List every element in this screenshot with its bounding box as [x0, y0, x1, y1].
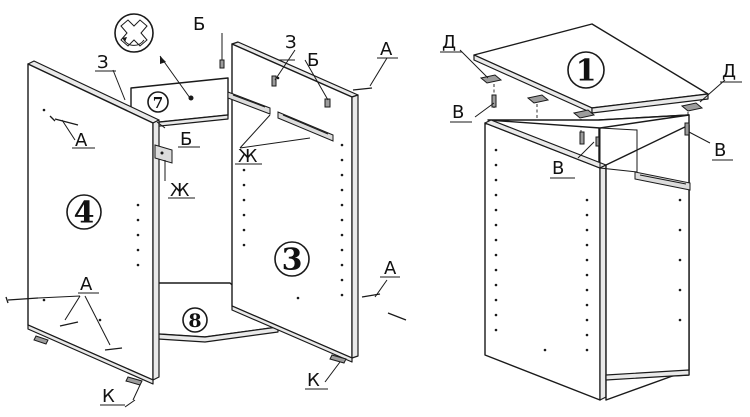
svg-text:1: 1	[576, 54, 597, 89]
callout-z-left: З	[97, 52, 109, 73]
bracket-zh	[154, 144, 173, 164]
leader-lines-right	[440, 49, 742, 179]
part-number-3: 3	[274, 241, 310, 278]
callout-b-right: Б	[307, 50, 319, 71]
part-number-8: 8	[182, 307, 208, 333]
callout-d-right: Д	[722, 61, 736, 82]
callout-v-left: В	[452, 102, 464, 123]
callout-a-lower-left: А	[80, 274, 93, 295]
callout-d-left: Д	[442, 32, 456, 53]
callout-zh-rails: Ж	[238, 146, 258, 167]
cabinet-carcass	[484, 114, 691, 401]
callout-v-right: В	[714, 140, 726, 161]
callout-a-lower-right: А	[384, 258, 397, 279]
panel-holes	[242, 76, 344, 300]
screws-a-left	[5, 115, 123, 351]
callout-v-center: В	[552, 158, 564, 179]
panel-holes	[42, 108, 140, 322]
carcass-holes	[494, 148, 682, 352]
svg-text:3: 3	[282, 243, 303, 278]
leader-lines-left	[37, 33, 388, 408]
part-number-4: 4	[66, 194, 102, 231]
callout-b-top: Б	[193, 14, 205, 35]
callout-a-top-right: А	[380, 39, 393, 60]
dowels-v	[491, 94, 690, 147]
svg-text:7: 7	[153, 94, 163, 112]
callout-b-rail: Б	[180, 129, 192, 150]
callout-zh-bracket: Ж	[170, 180, 190, 201]
screws-a-right	[352, 87, 407, 321]
callout-underlines-left	[72, 57, 400, 406]
callout-z-right: З	[285, 32, 297, 53]
svg-text:4: 4	[74, 196, 95, 231]
svg-text:8: 8	[188, 310, 201, 332]
side-panel-right	[227, 41, 359, 364]
callout-a-upper-left: А	[75, 130, 88, 151]
eccentric-detail	[114, 13, 191, 99]
callout-k-right: К	[307, 370, 320, 391]
part-number-1: 1	[567, 51, 605, 89]
part-number-7: 7	[147, 91, 169, 113]
callout-k-left: К	[102, 386, 115, 407]
